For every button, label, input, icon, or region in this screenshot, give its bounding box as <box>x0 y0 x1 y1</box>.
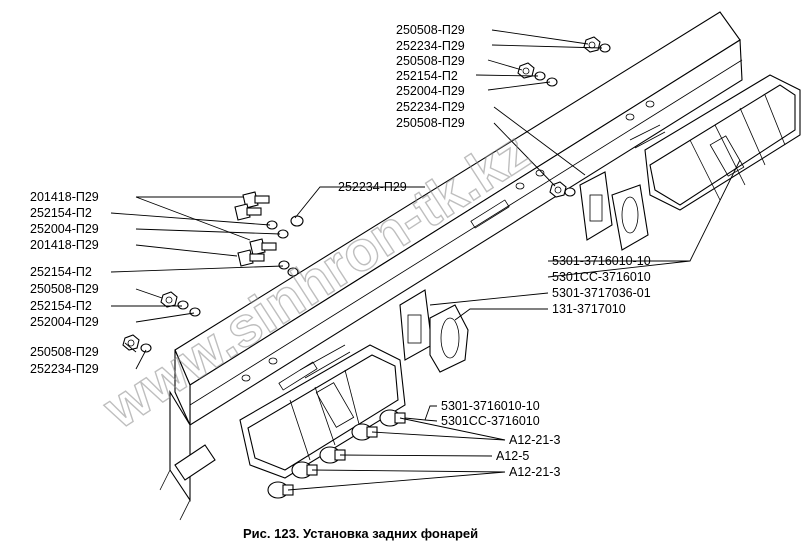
beam-holes <box>241 100 655 391</box>
label-left-h: 252004-П29 <box>30 315 99 329</box>
label-left-a: 201418-П29 <box>30 190 99 204</box>
label-top-b: 252234-П29 <box>396 39 465 53</box>
label-right-9: А12-21-3 <box>509 465 560 479</box>
label-right-3: 5301-3717036-01 <box>552 286 651 300</box>
washer-left-4-icon <box>287 267 299 277</box>
washer-mid-icon <box>564 187 576 197</box>
nut-top-1-icon <box>583 36 601 53</box>
labels-right: 5301-3716010-10 5301СС-3716010 5301-3717… <box>441 254 651 479</box>
label-mid-single: 252234-П29 <box>338 180 407 194</box>
figure-caption: Рис. 123. Установка задних фонарей <box>243 526 478 541</box>
label-right-6: 5301СС-3716010 <box>441 414 540 428</box>
label-left-d: 201418-П29 <box>30 238 99 252</box>
label-right-5: 5301-3716010-10 <box>441 399 540 413</box>
label-left-e: 252154-П2 <box>30 265 92 279</box>
label-top-g: 250508-П29 <box>396 116 465 130</box>
label-left-b: 252154-П2 <box>30 206 92 220</box>
right-lamp-bracket <box>579 171 649 251</box>
label-right-7: А12-21-3 <box>509 433 560 447</box>
label-top-c: 250508-П29 <box>396 54 465 68</box>
labels-top: 250508-П29 252234-П29 250508-П29 252154-… <box>338 23 465 194</box>
left-lamp-bracket <box>399 289 469 373</box>
label-right-2: 5301СС-3716010 <box>552 270 651 284</box>
bolt-2-icon <box>234 203 262 221</box>
washer-left-7-icon <box>140 343 152 353</box>
label-left-j: 252234-П29 <box>30 362 99 376</box>
washer-left-5-icon <box>177 300 189 310</box>
label-right-4: 131-3717010 <box>552 302 626 316</box>
label-left-i: 250508-П29 <box>30 345 99 359</box>
left-tail-lamp <box>239 344 406 479</box>
label-left-c: 252004-П29 <box>30 222 99 236</box>
washer-left-6-icon <box>189 307 201 317</box>
label-right-1: 5301-3716010-10 <box>552 254 651 268</box>
label-left-g: 252154-П2 <box>30 299 92 313</box>
frame-crossmember <box>159 11 743 521</box>
bolt-3-icon <box>249 238 277 256</box>
nut-left-2-icon <box>122 334 140 351</box>
label-top-e: 252004-П29 <box>396 84 465 98</box>
leader-lines <box>110 29 741 491</box>
right-tail-lamp <box>629 74 801 211</box>
label-top-a: 250508-П29 <box>396 23 465 37</box>
bolt-4-icon <box>237 249 265 267</box>
label-top-f: 252234-П29 <box>396 100 465 114</box>
label-right-8: А12-5 <box>496 449 529 463</box>
nut-left-1-icon <box>160 291 178 308</box>
washer-252234-icon <box>290 215 304 227</box>
label-top-d: 252154-П2 <box>396 69 458 83</box>
nut-mid-icon <box>549 181 567 198</box>
label-left-f: 250508-П29 <box>30 282 99 296</box>
washer-left-3-icon <box>278 260 290 270</box>
labels-left: 201418-П29 252154-П2 252004-П29 201418-П… <box>30 190 99 376</box>
fasteners <box>122 36 611 353</box>
